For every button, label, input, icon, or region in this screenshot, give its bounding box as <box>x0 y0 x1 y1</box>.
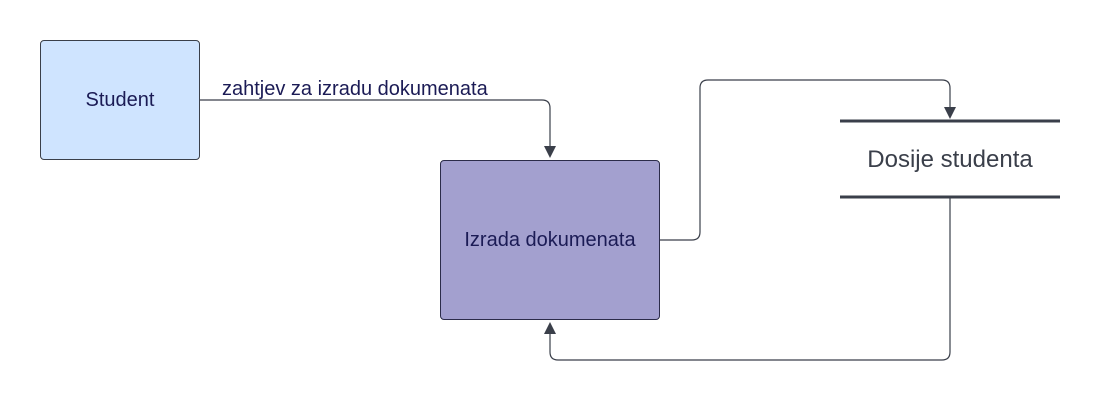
student-entity[interactable]: Student <box>40 40 200 160</box>
datastore-label: Dosije studenta <box>867 145 1033 173</box>
edge-datastore-to-process <box>544 198 951 361</box>
datastore-node[interactable]: Dosije studenta <box>840 122 1060 197</box>
student-label: Student <box>85 88 155 111</box>
process-node[interactable]: Izrada dokumenata <box>440 160 660 320</box>
edge-process-to-datastore <box>660 79 956 241</box>
edge-label-request: zahtjev za izradu dokumenata <box>222 78 488 100</box>
process-label: Izrada dokumenata <box>464 228 636 251</box>
edge-student-to-process <box>200 99 556 158</box>
